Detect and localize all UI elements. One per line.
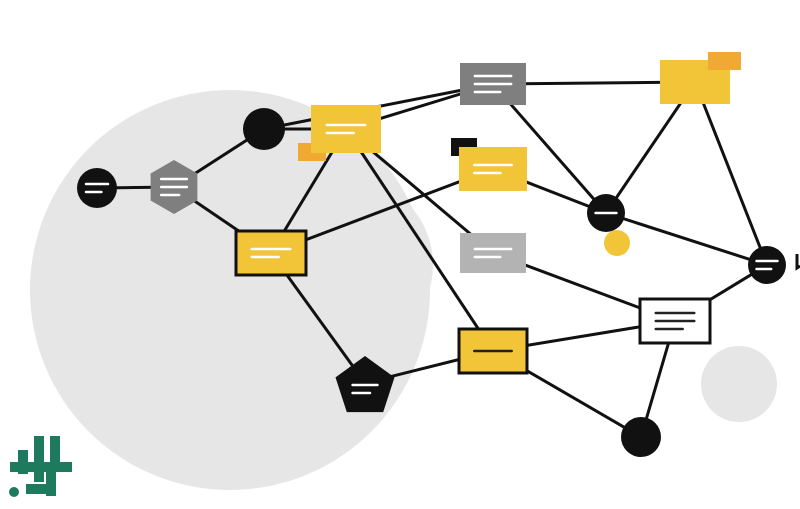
logo-stroke	[34, 436, 44, 482]
edge-card-top-right-yellow-circle-right	[693, 81, 769, 266]
node-hexagon[interactable]	[150, 160, 198, 214]
node-card-left-yellow[interactable]	[234, 229, 308, 277]
nodes	[77, 52, 786, 457]
node-card-bottom-yellow[interactable]	[457, 327, 529, 375]
logo-stroke	[50, 436, 60, 470]
node-shape	[748, 246, 786, 284]
logo-stroke	[10, 462, 72, 472]
partial-node-edge	[795, 254, 800, 271]
node-circle-mid-right[interactable]	[587, 194, 630, 256]
node-shape	[243, 108, 285, 150]
status-dot	[604, 230, 630, 256]
node-shape	[311, 105, 381, 153]
background-blob-mid	[257, 177, 433, 353]
node-card-mid-yellow[interactable]	[451, 138, 527, 191]
background-blob-small	[701, 346, 777, 422]
node-shape	[460, 233, 526, 273]
node-shape	[621, 417, 661, 457]
edge-card-top-yellow-card-bottom-yellow	[344, 128, 495, 352]
node-circle-right[interactable]	[748, 246, 786, 284]
logo-stroke	[26, 484, 56, 494]
node-circle-top-left[interactable]	[243, 108, 285, 150]
node-circle-bottom[interactable]	[621, 417, 661, 457]
node-card-mid-gray[interactable]	[460, 233, 526, 273]
node-card-top-right-yellow[interactable]	[660, 52, 741, 104]
node-card-white[interactable]	[638, 297, 712, 345]
background-blobs	[30, 90, 777, 490]
node-card-top-yellow[interactable]	[298, 105, 381, 161]
logo-dot	[9, 487, 19, 497]
node-circle-left[interactable]	[77, 168, 117, 208]
node-card-top-gray[interactable]	[460, 63, 526, 105]
edge-card-top-gray-circle-mid-right	[491, 83, 608, 214]
node-pentagon[interactable]	[335, 356, 395, 413]
node-shape	[457, 327, 529, 375]
site-logo-icon	[9, 436, 72, 497]
node-shape	[77, 168, 117, 208]
logo-stroke	[46, 472, 56, 496]
badge	[708, 52, 741, 70]
edge-card-mid-yellow-card-left-yellow	[270, 167, 494, 255]
node-shape	[459, 147, 527, 191]
node-shape	[234, 229, 308, 277]
edge-circle-mid-right-circle-right	[605, 211, 768, 267]
